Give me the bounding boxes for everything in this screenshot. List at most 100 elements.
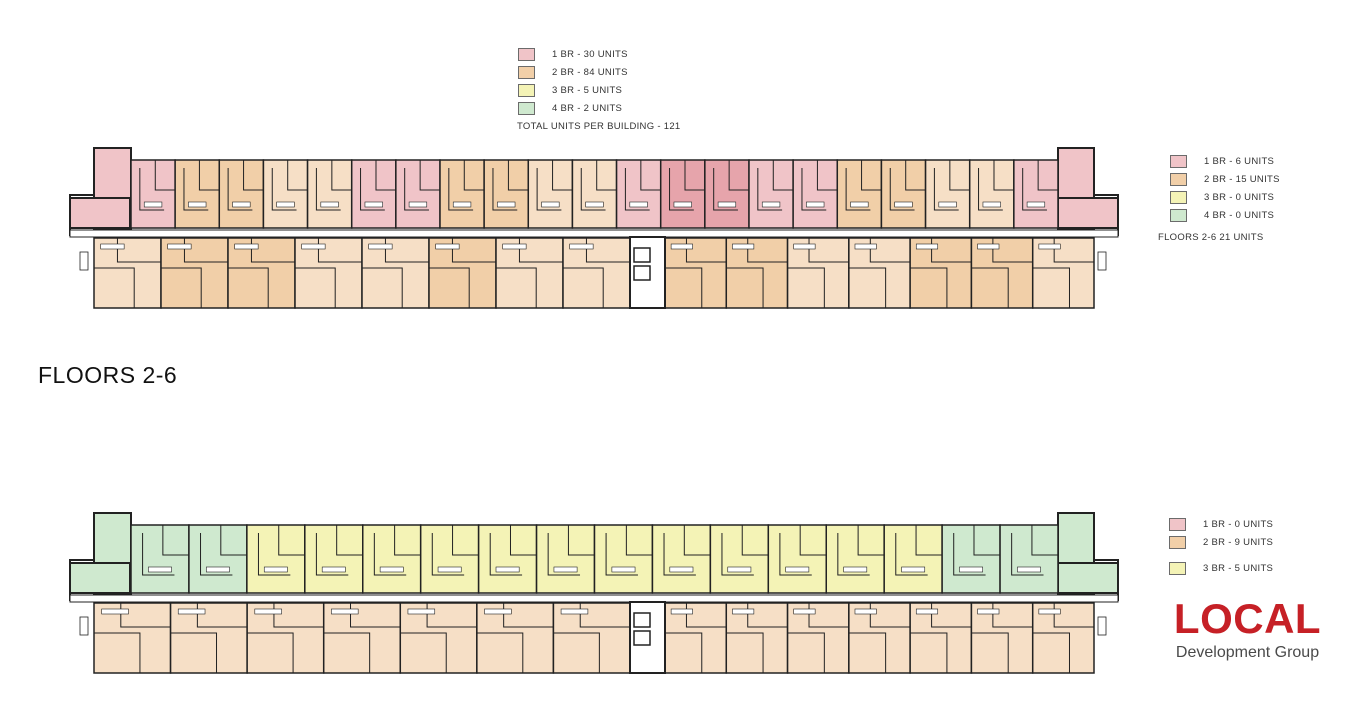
unit-fixture (673, 201, 692, 208)
unit-partition (845, 160, 882, 211)
legend-swatch-2br (1169, 535, 1186, 549)
north-unit (306, 159, 353, 229)
south-unit (169, 602, 248, 674)
north-unit (792, 159, 839, 229)
unit-partition (360, 160, 396, 211)
unit-fixture (611, 566, 636, 573)
unit-partition (183, 160, 220, 211)
unit-fixture (793, 608, 816, 615)
unit-fixture (435, 243, 460, 250)
south-unit (246, 602, 325, 674)
unit-fixture (585, 201, 604, 208)
unit-fixture (732, 243, 755, 250)
north-unit (659, 159, 706, 229)
legend-label-3br: 3 BR - 5 UNITS (1203, 562, 1274, 574)
south-unit (495, 237, 564, 309)
north-unit (362, 524, 422, 594)
unit-partition (663, 525, 711, 576)
south-unit (909, 237, 973, 309)
north-unit (825, 524, 885, 594)
brand-tagline: Development Group (1175, 644, 1320, 661)
unit-fixture (364, 201, 383, 208)
unit-fixture (785, 566, 810, 573)
unit-fixture (148, 566, 172, 573)
unit-fixture (629, 201, 648, 208)
unit-partition (669, 160, 705, 211)
unit-fixture (437, 566, 462, 573)
end-wing-left (69, 562, 131, 594)
elevator (633, 247, 651, 263)
north-unit (767, 524, 827, 594)
unit-partition (978, 160, 1014, 211)
total-units-note: TOTAL UNITS PER BUILDING - 121 (517, 121, 681, 132)
legend-item-3br: 3 BR - 5 UNITS (518, 81, 681, 99)
legend-swatch-3br (518, 83, 535, 97)
unit-fixture (850, 201, 869, 208)
south-unit (664, 237, 728, 309)
unit-fixture (553, 566, 578, 573)
south-unit (361, 237, 430, 309)
unit-fixture (915, 243, 939, 250)
legend-label-2br: 2 BR - 84 UNITS (552, 66, 628, 78)
south-unit (848, 237, 911, 309)
stair-right (1097, 251, 1107, 271)
unit-fixture (670, 608, 693, 615)
brand-logo: LOCAL Development Group (1160, 596, 1335, 662)
corridor (69, 594, 1119, 603)
north-unit (130, 524, 190, 594)
unit-fixture (669, 566, 694, 573)
north-unit (709, 524, 770, 594)
end-wing-right (1057, 562, 1119, 594)
north-unit (941, 524, 1001, 594)
legend-item-4br: 4 BR - 2 UNITS (518, 99, 681, 117)
unit-fixture (452, 201, 472, 208)
elevator (633, 612, 651, 628)
corridor (69, 229, 1119, 238)
north-unit (527, 159, 574, 229)
south-unit (848, 602, 911, 674)
south-unit (1031, 602, 1095, 674)
south-unit (786, 237, 850, 309)
unit-fixture (938, 201, 957, 208)
north-unit (880, 159, 927, 229)
south-unit (93, 602, 172, 674)
unit-partition (1022, 160, 1058, 211)
legend-label-1br: 1 BR - 6 UNITS (1204, 155, 1275, 167)
unit-partition (547, 525, 595, 576)
north-unit (968, 159, 1015, 229)
north-unit (593, 524, 654, 594)
legend-swatch-1br (1170, 154, 1187, 168)
unit-fixture (301, 243, 326, 250)
north-unit (748, 159, 794, 229)
elevator (633, 265, 651, 281)
unit-fixture (894, 201, 913, 208)
unit-fixture (177, 608, 206, 615)
legend-label-4br: 4 BR - 2 UNITS (552, 102, 623, 114)
unit-fixture (167, 243, 192, 250)
unit-fixture (484, 608, 512, 615)
legend-swatch-3br (1169, 561, 1186, 575)
north-unit (999, 524, 1059, 594)
north-unit (174, 159, 221, 229)
unit-fixture (670, 243, 693, 250)
legend-label-4br: 4 BR - 0 UNITS (1204, 209, 1275, 221)
floors-legend: 1 BR - 6 UNITS 2 BR - 15 UNITS 3 BR - 0 … (1158, 152, 1280, 243)
south-unit (1031, 237, 1095, 309)
north-unit (246, 524, 306, 594)
ground-legend: 1 BR - 0 UNITS 2 BR - 9 UNITS 3 BR - 5 U… (1169, 515, 1273, 577)
unit-partition (536, 160, 573, 211)
legend-label-3br: 3 BR - 5 UNITS (552, 84, 623, 96)
legend-swatch-1br (518, 47, 535, 61)
unit-fixture (407, 608, 436, 615)
north-unit (651, 524, 712, 594)
unit-partition (431, 525, 479, 576)
legend-swatch-4br (518, 101, 535, 115)
south-unit (428, 237, 497, 309)
stair-left (79, 251, 89, 271)
unit-partition (757, 160, 794, 211)
unit-partition (315, 160, 352, 211)
north-unit (218, 159, 265, 229)
unit-fixture (502, 243, 527, 250)
unit-fixture (276, 201, 295, 208)
unit-fixture (977, 243, 1000, 250)
